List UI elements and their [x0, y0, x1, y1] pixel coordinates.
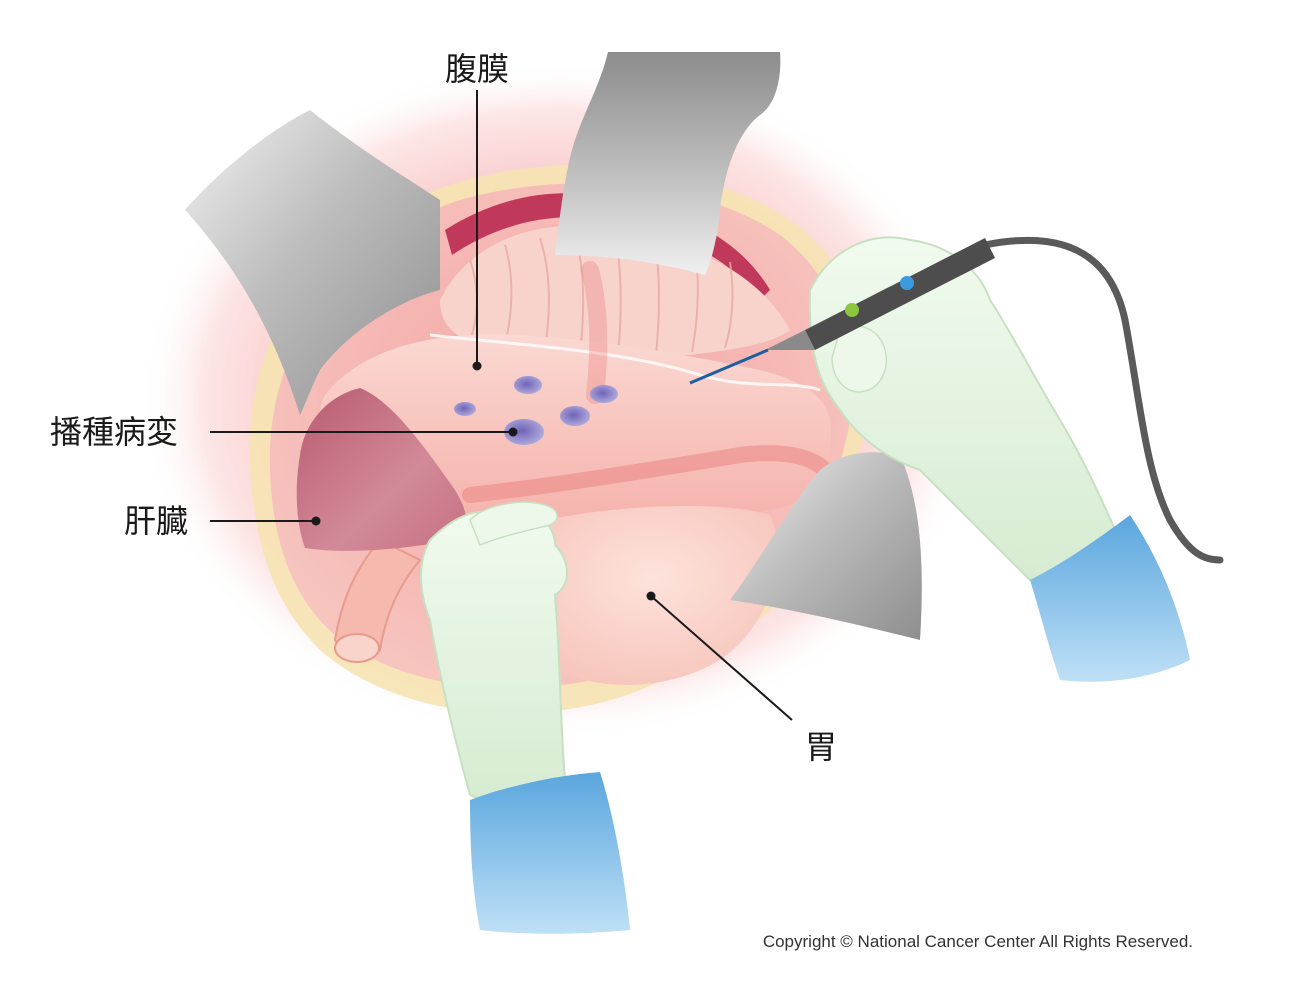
label-peritoneum: 腹膜 [445, 50, 509, 88]
right-hand-thumb [831, 325, 887, 393]
cautery-button-blue [900, 276, 914, 290]
leader-dot-peritoneum [472, 361, 482, 371]
leader-dots [311, 361, 656, 601]
peritoneum-red-streak [581, 261, 608, 404]
leader-dot-dissemination [508, 427, 518, 437]
label-liver: 肝臓 [124, 502, 188, 540]
retractor-top [555, 52, 781, 275]
dissemination-nodules [454, 376, 618, 445]
retractor-right [730, 452, 922, 640]
label-stomach: 胃 [805, 728, 837, 766]
leader-dot-stomach [646, 591, 656, 601]
right-sleeve [1030, 515, 1190, 682]
leader-dot-liver [311, 516, 321, 526]
leader-lines [210, 90, 793, 721]
cautery-pen-tip [765, 330, 815, 350]
wound-edge [445, 193, 770, 300]
nodule [560, 406, 590, 426]
cautery-cable [981, 236, 1224, 564]
retractor-left [185, 110, 440, 415]
copyright-notice: Copyright © National Cancer Center All R… [763, 932, 1193, 951]
label-dissemination: 播種病変 [50, 413, 178, 451]
cautery-button-green [845, 303, 859, 317]
liver [296, 388, 467, 551]
peritoneum-red-band [462, 445, 833, 503]
cautery-electrode [689, 348, 769, 385]
leader-stomach [650, 595, 793, 721]
left-hand-finger [469, 501, 558, 546]
left-sleeve [470, 772, 630, 934]
nodule [504, 419, 544, 445]
cautery-pen-body [805, 238, 995, 350]
left-hand-glove [420, 508, 568, 801]
nodule [590, 385, 618, 403]
intestine-opening [334, 633, 380, 663]
peritoneum-cut-edge [429, 333, 821, 392]
peritoneum-surface [318, 334, 831, 523]
nodule [454, 402, 476, 416]
nodule [514, 376, 542, 394]
